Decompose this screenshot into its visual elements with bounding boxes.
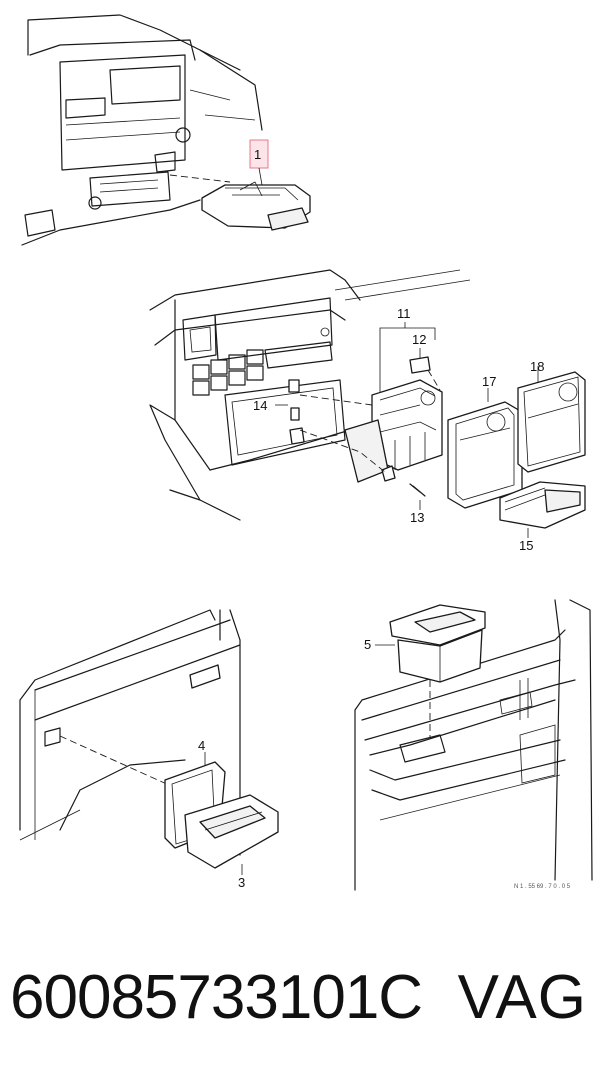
parts-diagram: 1 14 — [19, 14, 593, 891]
callout-5: 5 — [364, 637, 371, 652]
callout-17: 17 — [482, 374, 496, 389]
footer: 60085733101C VAG — [10, 952, 595, 1042]
part-number: 60085733101C — [10, 962, 423, 1032]
brand-label: VAG — [457, 962, 587, 1032]
callout-1: 1 — [254, 147, 261, 162]
callout-14: 14 — [253, 398, 267, 413]
callout-13: 13 — [410, 510, 424, 525]
callout-12: 12 — [412, 332, 426, 347]
button-grid — [192, 349, 264, 396]
callout-18: 18 — [530, 359, 544, 374]
door-ashtray-view: 5 — [354, 599, 593, 891]
callout-4: 4 — [198, 738, 205, 753]
center-console-exploded-view: 14 11 12 13 17 — [149, 269, 586, 553]
callout-15: 15 — [519, 538, 533, 553]
reference-code: N 1 . 55 69 . 7 0 . 0 5 — [514, 884, 571, 890]
callout-11: 11 — [397, 306, 411, 321]
dashboard-top-view: 1 — [21, 14, 311, 246]
side-panel-ashtray-view: 4 3 — [19, 609, 279, 890]
callout-3: 3 — [238, 875, 245, 890]
